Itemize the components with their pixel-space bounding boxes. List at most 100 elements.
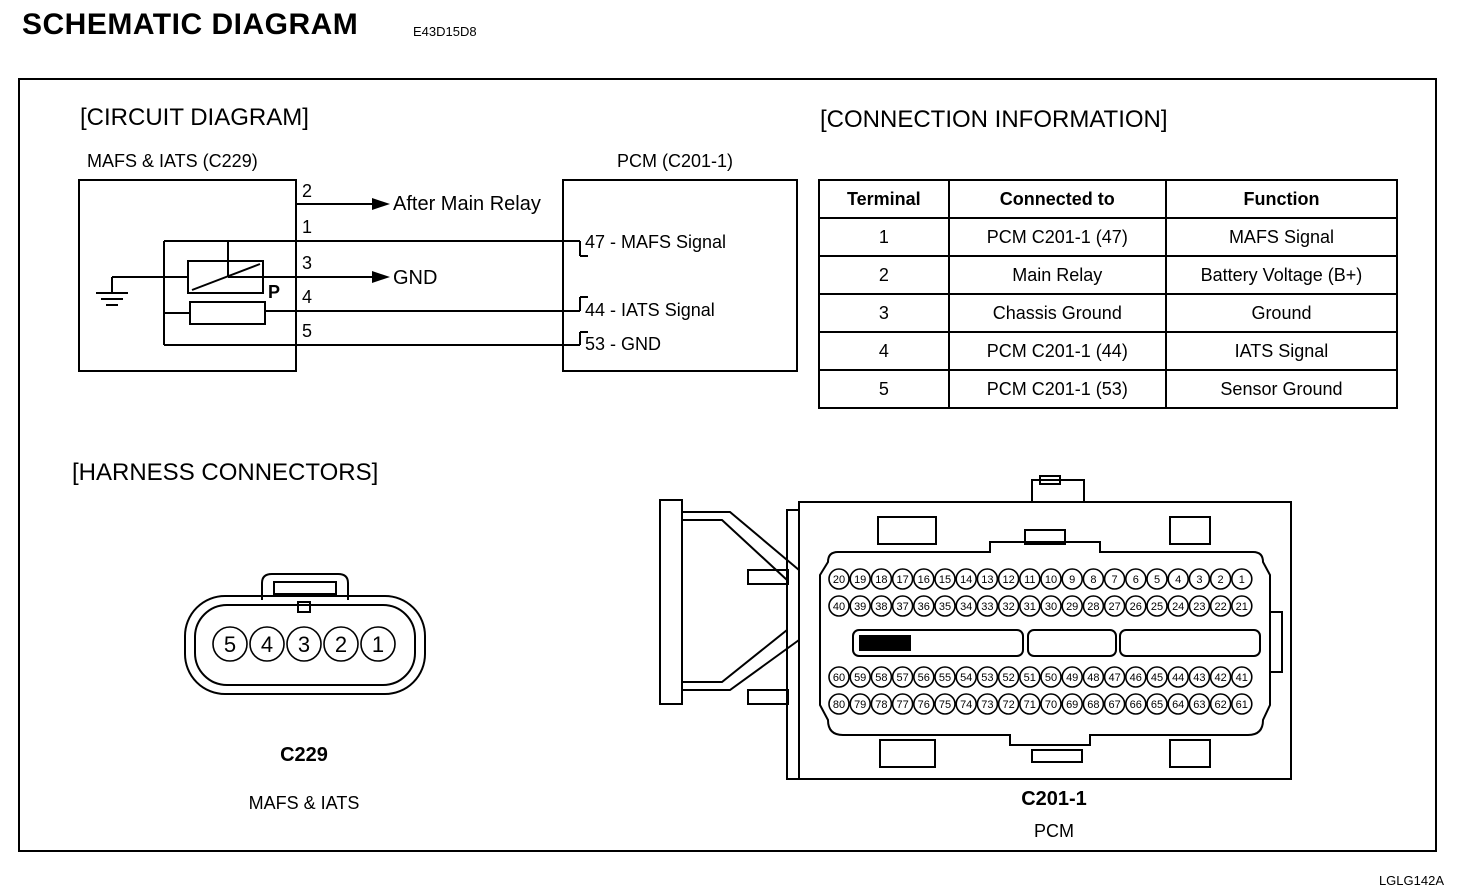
- c201-pin-circle: [1103, 568, 1126, 590]
- c201-pin-circle: [1209, 595, 1232, 617]
- table-row: 3 Chassis Ground Ground: [818, 293, 1399, 333]
- c201-pin-label: 75: [939, 699, 951, 711]
- c201-pin-label: 5: [1154, 574, 1160, 586]
- c201-pin-circle: [1125, 595, 1147, 617]
- c201-pin-label: 58: [875, 672, 887, 684]
- c201-pin-circle: [849, 666, 872, 688]
- c201-pin-circle: [912, 693, 935, 715]
- c201-pin-label: 59: [854, 672, 866, 684]
- c201-pin-label: 24: [1172, 601, 1184, 613]
- c201-pin-circle: [1082, 666, 1105, 688]
- c201-pin-circle: [1019, 595, 1041, 617]
- c229-name: C229: [280, 744, 328, 766]
- c201-pin-circle: [976, 693, 999, 715]
- cell-terminal: 4: [818, 331, 950, 371]
- c201-pin-label: 80: [833, 699, 845, 711]
- c201-pin-label: 54: [960, 672, 972, 684]
- c201-pin-circle: [997, 595, 1020, 617]
- c201-pin-circle: [849, 693, 872, 715]
- c201-pin-label: 31: [1024, 601, 1036, 613]
- cell-terminal: 2: [818, 255, 950, 295]
- harness-connectors-title: [HARNESS CONNECTORS]: [72, 459, 379, 486]
- c201-pin-label: 14: [960, 574, 972, 586]
- c201-pin-label: 25: [1151, 601, 1163, 613]
- pcm-box: [562, 179, 798, 372]
- cell-connected-to: PCM C201-1 (47): [947, 217, 1167, 257]
- table-row: 1 PCM C201-1 (47) MAFS Signal: [818, 217, 1399, 257]
- c201-pin-label: 33: [981, 601, 993, 613]
- c201-pin-label: 42: [1214, 672, 1226, 684]
- c201-pin-circle: [828, 595, 850, 617]
- c201-pin-label: 74: [960, 699, 972, 711]
- cell-terminal: 1: [818, 217, 950, 257]
- c201-pin-circle: [1082, 693, 1105, 715]
- c201-pin-circle: [870, 666, 893, 688]
- c201-pin-label: 71: [1024, 699, 1036, 711]
- c201-name: C201-1: [1021, 788, 1087, 810]
- c201-pin-circle: [1040, 666, 1062, 688]
- header-function: Function: [1164, 179, 1399, 219]
- c201-pin-label: 35: [939, 601, 951, 613]
- c201-pin-circle: [997, 666, 1020, 688]
- c201-pin-label: 44: [1172, 672, 1184, 684]
- pcm-connector-label: PCM (C201-1): [617, 151, 734, 171]
- document-code: E43D15D8: [413, 24, 477, 39]
- table-row: 5 PCM C201-1 (53) Sensor Ground: [818, 369, 1399, 409]
- c201-pin-circle: [1231, 595, 1253, 617]
- c201-pin-label: 40: [833, 601, 845, 613]
- pin-5-label: 5: [302, 321, 313, 341]
- c201-pin-circle: [1167, 568, 1189, 590]
- c201-pin-label: 6: [1133, 574, 1139, 586]
- c201-pin-label: 29: [1066, 601, 1078, 613]
- c201-pin-circle: [1231, 693, 1253, 715]
- c201-pin-circle: [1040, 595, 1062, 617]
- c201-pin-label: 21: [1236, 601, 1248, 613]
- gnd-label: GND: [393, 267, 438, 289]
- c201-pin-circle: [934, 693, 956, 715]
- c201-pin-circle: [912, 666, 935, 688]
- cell-terminal: 3: [818, 293, 950, 333]
- c201-pin-circle: [849, 595, 872, 617]
- c229-connector: [184, 573, 426, 695]
- c201-pin-label: 10: [1045, 574, 1057, 586]
- c201-pin-label: 55: [939, 672, 951, 684]
- c201-pin-circle: [828, 666, 850, 688]
- pcm-terminal-47: 47 - MAFS Signal: [585, 232, 727, 252]
- pcm-terminal-53: 53 - GND: [585, 334, 662, 354]
- c229-pin-circle: [212, 626, 248, 662]
- c201-pin-circle: [912, 595, 935, 617]
- iats-element: [189, 301, 266, 325]
- c201-pin-label: 32: [1002, 601, 1014, 613]
- c201-pin-label: 26: [1130, 601, 1142, 613]
- arrow-right-icon: [372, 198, 390, 210]
- c201-pin-circle: [1061, 693, 1083, 715]
- c229-pin-label: 5: [224, 632, 236, 657]
- c229-pin-circle: [360, 626, 396, 662]
- c201-pin-label: 77: [896, 699, 908, 711]
- c201-pin-circle: [934, 568, 956, 590]
- c201-pin-circle: [1019, 666, 1041, 688]
- c201-pin-label: 72: [1002, 699, 1014, 711]
- after-main-relay-label: After Main Relay: [393, 193, 541, 215]
- pcm-terminal-44: 44 - IATS Signal: [585, 300, 715, 320]
- c201-pin-circle: [891, 568, 914, 590]
- c201-pin-label: 61: [1236, 699, 1248, 711]
- c201-pin-circle: [1167, 666, 1189, 688]
- c201-pin-label: 65: [1151, 699, 1163, 711]
- cell-function: MAFS Signal: [1164, 217, 1399, 257]
- c201-pin-circle: [1103, 595, 1126, 617]
- c201-pin-label: 20: [833, 574, 845, 586]
- c201-pin-circle: [1082, 595, 1105, 617]
- c201-pin-circle: [1125, 568, 1147, 590]
- c201-pin-label: 48: [1087, 672, 1099, 684]
- connection-table: Terminal Connected to Function 1 PCM C20…: [818, 179, 1399, 409]
- table-row: 4 PCM C201-1 (44) IATS Signal: [818, 331, 1399, 371]
- c201-pin-circle: [955, 666, 978, 688]
- c201-pin-circle: [1125, 693, 1147, 715]
- c201-pin-circle: [997, 693, 1020, 715]
- c201-pin-circle: [1209, 666, 1232, 688]
- c201-pin-circle: [1019, 568, 1041, 590]
- c201-pin-circle: [976, 568, 999, 590]
- c201-pin-label: 11: [1024, 574, 1035, 586]
